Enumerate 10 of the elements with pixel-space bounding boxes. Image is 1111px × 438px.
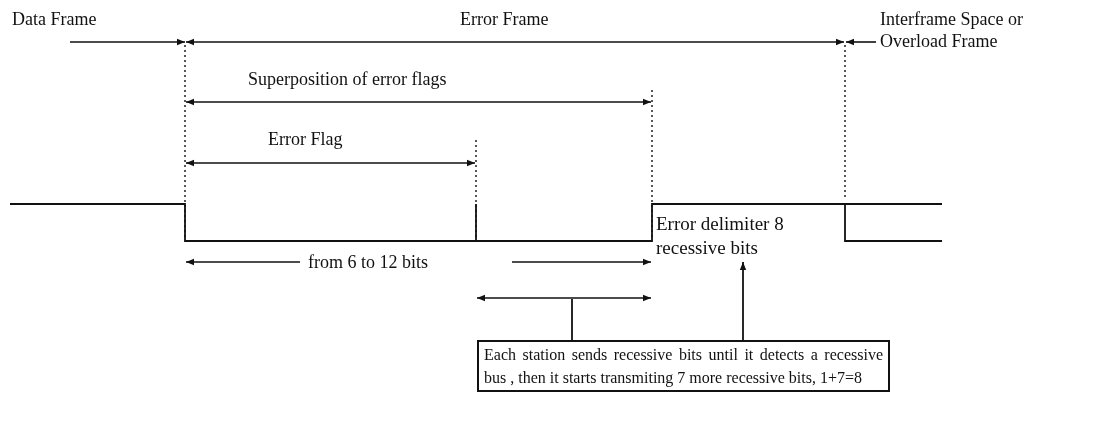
span-label: Superposition of error flags: [248, 68, 447, 90]
leader-line: [571, 298, 573, 341]
frame-label: Interframe Space or Overload Frame: [880, 8, 1024, 52]
arrow: [739, 261, 747, 341]
span-label: from 6 to 12 bits: [308, 251, 428, 273]
frame-label: Error Frame: [460, 8, 549, 30]
frame-label: Data Frame: [12, 8, 97, 30]
note-box: Each station sends recessive bits until it detects a recessive bus , then it starts transmiting 7 more recessive bits, 1+7=8: [477, 340, 890, 392]
span-label: Error Flag: [268, 128, 343, 150]
field-label: Error delimiter 8 recessive bits: [656, 212, 806, 260]
